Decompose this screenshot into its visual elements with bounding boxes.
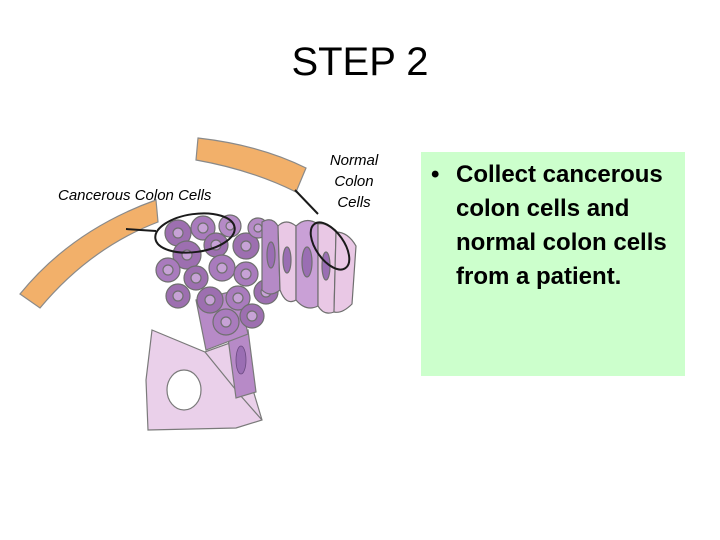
info-list: • Collect cancerous colon cells and norm… bbox=[429, 158, 677, 294]
normal-label-line-2: Colon bbox=[318, 171, 390, 192]
normal-cells-pointer bbox=[295, 190, 318, 214]
cancerous-cells-label: Cancerous Colon Cells bbox=[58, 187, 211, 204]
tissue-band-upper bbox=[196, 138, 306, 192]
normal-cells-label: Normal Colon Cells bbox=[318, 150, 390, 213]
nucleus bbox=[236, 346, 246, 374]
bullet-icon: • bbox=[431, 158, 439, 192]
lumen bbox=[167, 370, 201, 410]
cancerous-cell-cluster bbox=[156, 215, 278, 335]
normal-label-line-1: Normal bbox=[318, 150, 390, 171]
info-box: • Collect cancerous colon cells and norm… bbox=[421, 152, 685, 376]
normal-label-line-3: Cells bbox=[318, 192, 390, 213]
info-list-item: • Collect cancerous colon cells and norm… bbox=[429, 158, 677, 294]
tissue-band-lower bbox=[20, 200, 158, 308]
info-text: Collect cancerous colon cells and normal… bbox=[456, 161, 667, 290]
